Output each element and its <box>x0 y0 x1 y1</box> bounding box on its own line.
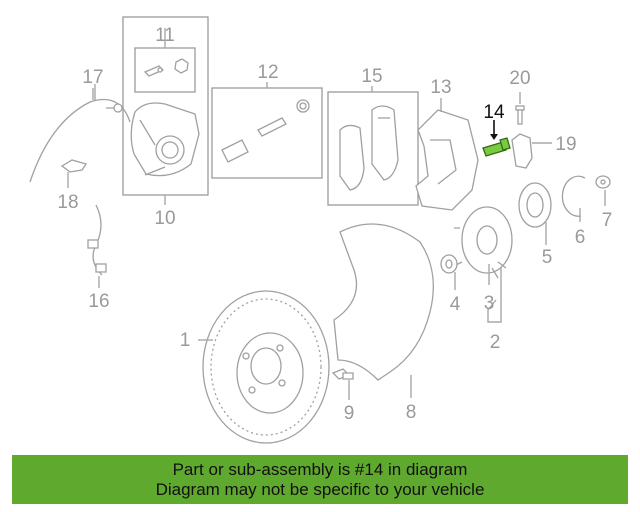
bleeder-screw-icon <box>143 58 189 77</box>
brake-pads-box <box>327 91 419 206</box>
label-3: 3 <box>484 293 495 314</box>
dust-shield-icon <box>333 223 434 381</box>
label-4: 4 <box>450 294 461 315</box>
label-13: 13 <box>430 77 451 98</box>
label-11: 11 <box>155 25 175 46</box>
bolt-14-highlighted-icon <box>482 137 511 157</box>
label-12: 12 <box>257 62 278 83</box>
washer-7-icon <box>595 175 611 189</box>
label-15: 15 <box>361 66 382 87</box>
label-6: 6 <box>575 227 586 248</box>
info-banner: Part or sub-assembly is #14 in diagram D… <box>12 455 628 504</box>
label-18: 18 <box>57 192 78 213</box>
retainer-clip-icon <box>511 133 533 169</box>
brake-pad-icon <box>339 105 399 191</box>
label-8: 8 <box>406 402 417 423</box>
label-19: 19 <box>555 134 576 155</box>
snap-ring-icon <box>561 175 586 217</box>
brake-rotor-icon <box>202 290 330 444</box>
guide-pin-icon <box>221 99 310 163</box>
hub-nut-icon <box>440 254 458 274</box>
label-1: 1 <box>180 330 191 351</box>
label-16: 16 <box>88 291 109 312</box>
abs-sensor-wire-icon <box>29 84 131 183</box>
banner-line-2: Diagram may not be specific to your vehi… <box>155 479 485 499</box>
banner-line-1: Part or sub-assembly is #14 in diagram <box>172 459 468 479</box>
label-7: 7 <box>602 210 613 231</box>
label-14-highlighted: 14 <box>483 102 505 123</box>
label-17: 17 <box>82 67 103 88</box>
caliper-bracket-icon <box>415 109 479 211</box>
screw-20-icon <box>515 105 525 125</box>
wheel-bearing-icon <box>518 182 552 228</box>
harness-16-icon <box>87 204 107 276</box>
wheel-hub-icon <box>453 206 513 279</box>
label-20: 20 <box>509 68 530 89</box>
label-5: 5 <box>542 247 553 268</box>
label-10: 10 <box>154 208 175 229</box>
label-2: 2 <box>490 332 501 353</box>
brake-assembly-diagram: 1 2 3 4 5 6 7 8 9 10 11 12 13 14 15 16 1… <box>29 16 613 444</box>
bracket-18-icon <box>60 159 88 173</box>
caliper-icon <box>130 102 200 177</box>
label-9: 9 <box>344 403 355 424</box>
bolt-9-icon <box>331 368 354 380</box>
